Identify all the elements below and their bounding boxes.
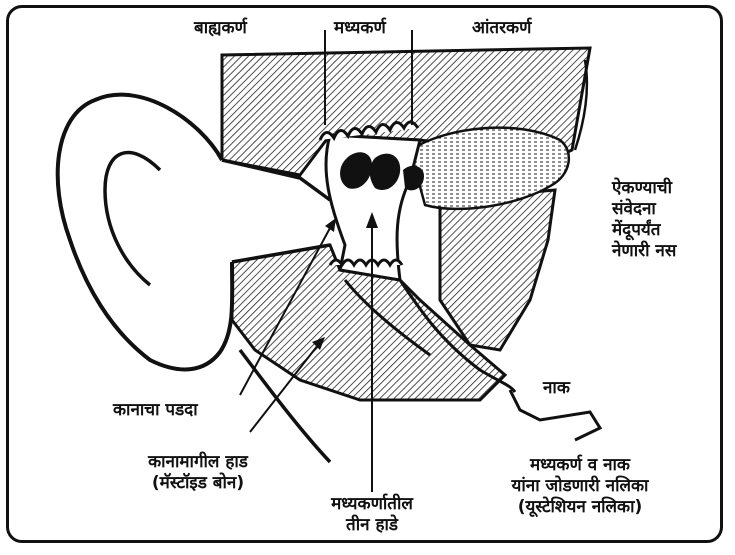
label-mastoid-line-1: कानामागील हाड [118,452,278,473]
label-eustachian-tube: मध्यकर्ण व नाक यांना जोडणारी नलिका (यूस्… [480,455,680,518]
label-middle-ear: मध्यकर्ण [334,18,386,39]
ear-canal [222,160,330,262]
label-eustachian-line-2: यांना जोडणारी नलिका [480,476,680,497]
label-eustachian-line-1: मध्यकर्ण व नाक [480,455,680,476]
label-nose: नाक [543,378,570,399]
label-eustachian-line-3: (यूस्टेशियन नलिका) [480,497,680,518]
label-hearing-nerve: ऐकण्याची संवेदना मेंदूपर्यंत नेणारी नस [612,178,722,262]
label-hearing-nerve-line-4: नेणारी नस [612,241,722,262]
label-outer-ear: बाह्यकर्ण [194,18,247,39]
eardrum-pointer-head [325,218,336,232]
label-eardrum: कानाचा पडदा [113,400,198,421]
label-hearing-nerve-line-3: मेंदूपर्यंत [612,220,722,241]
label-mastoid-line-2: (मॅस्टॉइड बोन) [118,473,278,494]
label-ossicles: मध्यकर्णातील तीन हाडे [312,494,432,536]
label-ossicles-line-1: मध्यकर्णातील [312,494,432,515]
label-ossicles-line-2: तीन हाडे [312,515,432,536]
label-hearing-nerve-line-2: संवेदना [612,199,722,220]
inner-bone-block [440,190,555,350]
label-inner-ear: आंतरकर्ण [472,18,531,39]
label-hearing-nerve-line-1: ऐकण्याची [612,178,722,199]
outer-ear-pinna [58,95,233,370]
label-mastoid: कानामागील हाड (मॅस्टॉइड बोन) [118,452,278,494]
